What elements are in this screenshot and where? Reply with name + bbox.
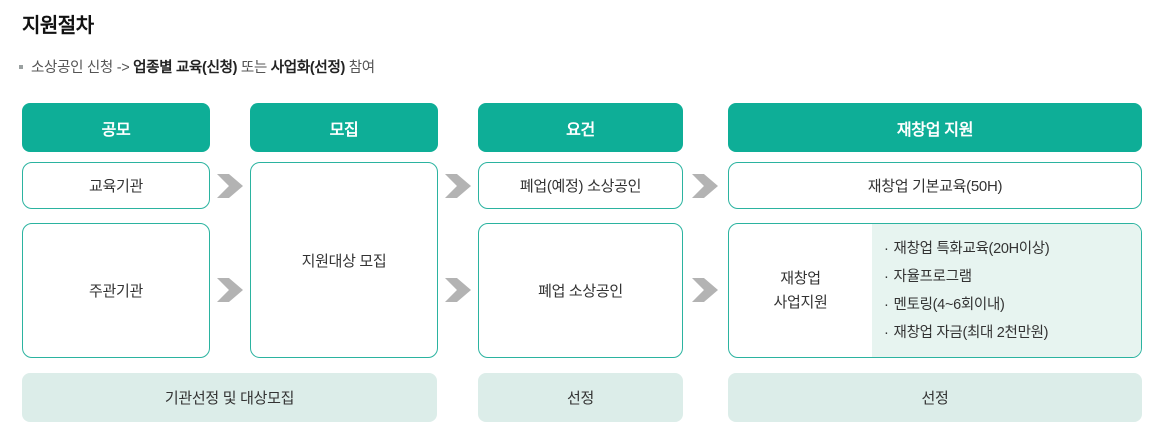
- subtitle-square-bullet: [19, 64, 23, 69]
- box-closed-owner: 폐업 소상공인: [478, 223, 683, 358]
- box-restart-business-support: 재창업 사업지원 ·재창업 특화교육(20H이상) ·자율프로그램 ·멘토링(4…: [728, 223, 1142, 358]
- bullet-dot: ·: [884, 240, 889, 257]
- restart-support-detail-panel: ·재창업 특화교육(20H이상) ·자율프로그램 ·멘토링(4~6회이내) ·재…: [872, 224, 1141, 357]
- chevron-right-icon: [692, 278, 718, 302]
- chevron-right-icon: [217, 174, 243, 198]
- detail-item-text: 멘토링(4~6회이내): [893, 296, 1005, 313]
- page-title: 지원절차: [22, 15, 94, 37]
- footer-selection-middle: 선정: [478, 373, 683, 422]
- bullet-dot: ·: [884, 296, 889, 313]
- subtitle-text-suffix: 참여: [345, 60, 375, 76]
- box-closing-planned-owner: 폐업(예정) 소상공인: [478, 162, 683, 209]
- label-line2: 사업지원: [773, 293, 828, 311]
- chevron-right-icon: [445, 174, 471, 198]
- detail-item-text: 자율프로그램: [893, 268, 973, 285]
- footer-institution-selection: 기관선정 및 대상모집: [22, 373, 437, 422]
- detail-item: ·재창업 자금(최대 2천만원): [884, 319, 1141, 347]
- box-restart-basic-education: 재창업 기본교육(50H): [728, 162, 1142, 209]
- box-education-institution: 교육기관: [22, 162, 210, 209]
- bullet-dot: ·: [884, 268, 889, 285]
- chevron-right-icon: [217, 278, 243, 302]
- stage3-header-yogeon: 요건: [478, 103, 683, 152]
- stage2-header-mojip: 모집: [250, 103, 438, 152]
- detail-item-text: 재창업 자금(최대 2천만원): [893, 324, 1049, 341]
- subtitle: 소상공인 신청 -> 업종별 교육(신청) 또는 사업화(선정) 참여: [19, 56, 375, 77]
- bullet-dot: ·: [884, 324, 889, 341]
- label-line1: 재창업: [780, 270, 821, 288]
- detail-item: ·멘토링(4~6회이내): [884, 291, 1141, 319]
- subtitle-text-middle: 또는: [237, 60, 271, 76]
- box-host-institution: 주관기관: [22, 223, 210, 358]
- chevron-right-icon: [692, 174, 718, 198]
- restart-business-support-label: 재창업 사업지원: [729, 224, 872, 357]
- subtitle-text-bold-education: 업종별 교육(신청): [133, 60, 238, 76]
- detail-item: ·재창업 특화교육(20H이상): [884, 235, 1141, 263]
- chevron-right-icon: [445, 278, 471, 302]
- footer-selection-right: 선정: [728, 373, 1142, 422]
- box-recruit-target: 지원대상 모집: [250, 162, 438, 358]
- stage1-header-gongmo: 공모: [22, 103, 210, 152]
- detail-item: ·자율프로그램: [884, 263, 1141, 291]
- detail-item-text: 재창업 특화교육(20H이상): [893, 240, 1050, 257]
- stage4-header-restart-support: 재창업 지원: [728, 103, 1142, 152]
- subtitle-text-prefix: 소상공인 신청 ->: [31, 60, 134, 76]
- subtitle-text-bold-business: 사업화(선정): [270, 60, 346, 76]
